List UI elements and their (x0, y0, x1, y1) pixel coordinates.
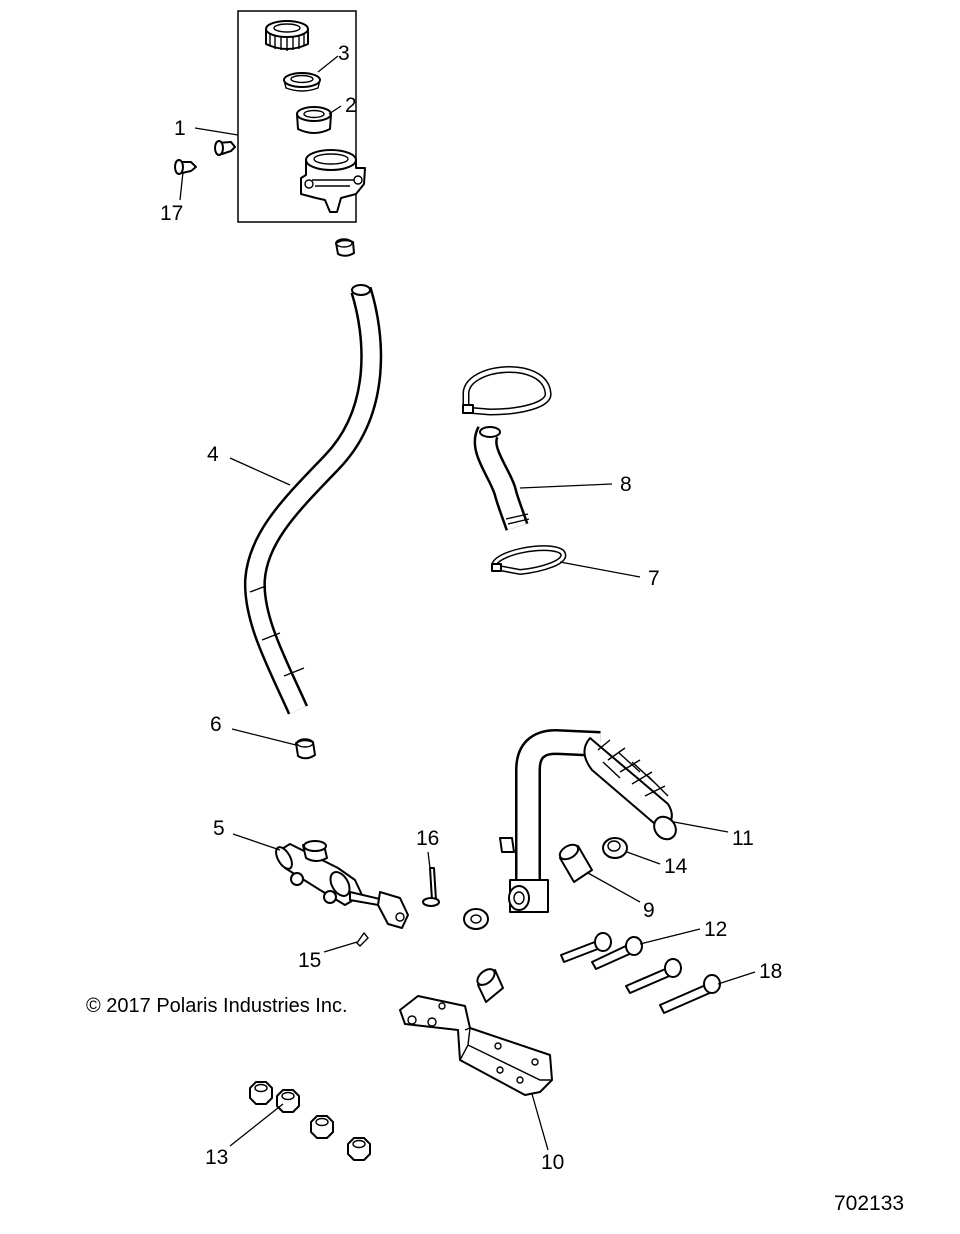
rivet-lower (174, 159, 197, 175)
reservoir-diaphragm (296, 106, 332, 134)
callout-12: 12 (704, 918, 727, 941)
callout-7: 7 (648, 567, 660, 590)
callout-2: 2 (345, 94, 357, 117)
reservoir-cap (265, 20, 309, 51)
leader-7 (559, 561, 641, 578)
nut-3 (310, 1115, 334, 1139)
hose-clamp-upper (335, 238, 355, 257)
leader-12 (639, 928, 701, 945)
pedal-bracket (399, 995, 553, 1096)
master-cylinder (275, 840, 409, 929)
leader-4 (229, 457, 291, 486)
bolt-2 (591, 936, 643, 970)
leader-11 (673, 821, 729, 833)
callout-10: 10 (541, 1151, 564, 1174)
nut-2 (276, 1089, 300, 1113)
callout-15: 15 (298, 949, 321, 972)
reservoir-hose (473, 426, 530, 531)
leader-18 (717, 971, 756, 985)
leader-8 (519, 483, 613, 489)
leader-9 (587, 872, 641, 903)
cotter-pin (356, 931, 369, 947)
band-clamp-lower (491, 545, 567, 576)
leader-10 (531, 1093, 549, 1151)
band-clamp-upper (462, 366, 552, 416)
leader-13 (229, 1103, 284, 1147)
callout-4: 4 (207, 443, 219, 466)
rivet-upper (214, 140, 236, 156)
bushing-flanged (602, 837, 628, 859)
bolt-long (659, 974, 721, 1014)
callout-8: 8 (620, 473, 632, 496)
leader-5 (232, 833, 281, 851)
bolt-1 (560, 932, 612, 963)
pedal-washer (463, 908, 489, 930)
leader-16 (427, 851, 431, 869)
leader-3 (317, 55, 339, 73)
reservoir-seal (283, 72, 321, 92)
leader-1 (194, 127, 239, 136)
leader-6 (231, 728, 297, 746)
bushing-sleeve (558, 843, 593, 883)
bolt-3 (625, 958, 682, 994)
hose-clamp-lower (295, 738, 316, 760)
callout-9: 9 (643, 899, 655, 922)
callout-5: 5 (213, 817, 225, 840)
clevis-pin (422, 867, 440, 907)
leader-17 (179, 171, 184, 201)
reservoir-kit-box (237, 10, 357, 223)
callout-18: 18 (759, 960, 782, 983)
nut-1 (249, 1081, 273, 1105)
copyright-notice: © 2017 Polaris Industries Inc. (86, 995, 348, 1017)
callout-6: 6 (210, 713, 222, 736)
leader-14 (626, 851, 661, 865)
callout-13: 13 (205, 1146, 228, 1169)
callout-1: 1 (174, 117, 186, 140)
brake-pedal (499, 728, 677, 913)
callout-14: 14 (664, 855, 688, 878)
nut-4 (347, 1137, 371, 1161)
callout-3: 3 (338, 42, 350, 65)
brake-line (243, 284, 383, 715)
leader-2 (328, 105, 342, 115)
callout-11: 11 (732, 827, 754, 850)
reservoir-body (300, 149, 366, 213)
callout-17: 17 (160, 202, 183, 225)
document-number: 702133 (834, 1192, 905, 1215)
spacer-tube (476, 968, 504, 1003)
callout-16: 16 (416, 827, 439, 850)
leader-15 (323, 941, 358, 953)
